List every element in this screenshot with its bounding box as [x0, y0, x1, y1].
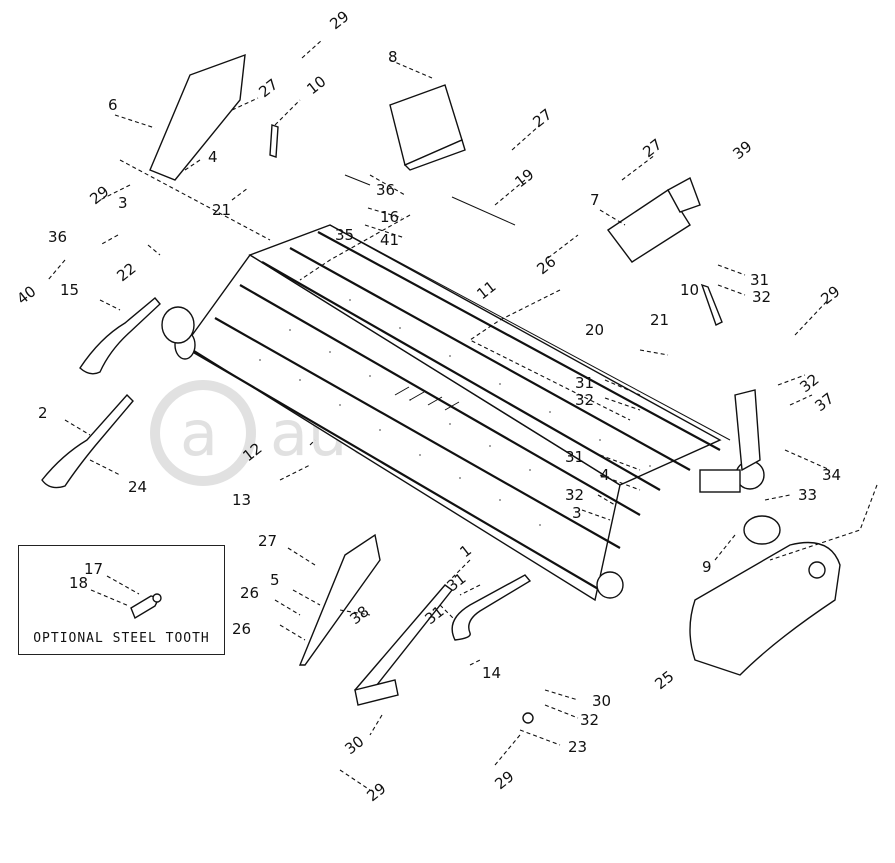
part-5-shield	[298, 533, 381, 666]
callout-9: 9	[702, 558, 712, 576]
steel-tooth-bolt	[152, 593, 162, 603]
part-6-shield	[149, 53, 246, 181]
part-25-cover	[689, 541, 841, 676]
callout-33: 33	[798, 486, 817, 504]
part-1-foot	[354, 679, 399, 706]
part-15-guard	[79, 297, 161, 375]
callout-3-b: 3	[572, 504, 582, 522]
part-25-hub	[808, 561, 826, 579]
callout-29-right: 29	[817, 282, 843, 308]
callout-40: 40	[13, 282, 39, 308]
callout-39: 39	[729, 137, 755, 163]
callout-27-a: 27	[255, 75, 281, 101]
part-10-bracket-left	[269, 124, 279, 158]
watermark-logo-glyph: a	[180, 397, 218, 470]
optional-steel-tooth-inset: 17 18 OPTIONAL STEEL TOOTH	[18, 545, 225, 655]
inset-label: OPTIONAL STEEL TOOTH	[33, 631, 210, 646]
part-36-strip	[344, 174, 371, 186]
callout-32-d: 32	[565, 486, 584, 504]
callout-5: 5	[270, 571, 280, 589]
inset-leader-18	[90, 589, 130, 607]
part-8-lip	[403, 139, 466, 171]
callout-41: 41	[380, 231, 399, 249]
callout-32-c: 32	[796, 370, 822, 396]
callout-32-e: 32	[580, 711, 599, 729]
belt-texture	[259, 299, 651, 526]
part-23-nut	[522, 712, 534, 724]
part-9-pulley	[743, 515, 781, 545]
callout-34: 34	[822, 466, 841, 484]
part-1-bar	[354, 584, 454, 702]
inset-drawing: 17 18	[69, 560, 162, 620]
callout-21-a: 21	[212, 201, 231, 219]
inset-callout-17: 17	[84, 560, 103, 578]
callout-11: 11	[473, 277, 499, 303]
inset-callout-18: 18	[69, 574, 88, 592]
callout-27-b: 27	[529, 105, 555, 131]
callout-27-d: 27	[258, 532, 277, 550]
callout-10-a: 10	[303, 72, 329, 98]
callout-32-b: 32	[575, 391, 594, 409]
callout-7: 7	[590, 191, 600, 209]
callout-3-a: 3	[118, 194, 128, 212]
callout-26-c: 26	[232, 620, 251, 638]
leader-lines	[47, 39, 878, 791]
callout-36-a: 36	[376, 181, 395, 199]
callout-27-c: 27	[639, 135, 665, 161]
callout-29-top: 29	[326, 7, 352, 33]
callout-35: 35	[335, 226, 354, 244]
part-14-hook	[451, 574, 532, 641]
callout-26-b: 26	[240, 584, 259, 602]
callout-21-b: 21	[650, 311, 669, 329]
callout-31-c: 31	[565, 448, 584, 466]
callout-32-a: 32	[752, 288, 771, 306]
callout-13: 13	[232, 491, 251, 509]
callout-31-a: 31	[750, 271, 769, 289]
callout-20: 20	[585, 321, 604, 339]
callout-2: 2	[38, 404, 48, 422]
callout-31-b: 31	[575, 374, 594, 392]
part-2-guard	[41, 393, 134, 489]
header-frame	[161, 224, 765, 602]
callout-36-b: 36	[48, 228, 67, 246]
part-39-plate	[667, 176, 701, 213]
callout-30-b: 30	[341, 732, 367, 758]
callout-30-a: 30	[592, 692, 611, 710]
callout-29-bottom: 29	[491, 767, 517, 793]
inset-leader-17	[106, 575, 140, 595]
callout-10-b: 10	[680, 281, 699, 299]
callout-38: 38	[346, 602, 372, 628]
callout-8: 8	[388, 48, 398, 66]
callout-4-a: 4	[208, 148, 218, 166]
part-7-panel	[606, 189, 691, 263]
callout-1: 1	[456, 541, 475, 561]
callout-25: 25	[651, 667, 677, 693]
callout-29-left: 29	[86, 182, 112, 208]
callout-6: 6	[108, 96, 118, 114]
callout-26-a: 26	[533, 252, 559, 278]
part-10-bracket-right	[700, 283, 723, 326]
callout-19: 19	[511, 165, 537, 191]
callout-37: 37	[811, 389, 837, 415]
callout-29-lower: 29	[363, 779, 389, 805]
callout-4-b: 4	[600, 466, 610, 484]
callout-15: 15	[60, 281, 79, 299]
callout-23: 23	[568, 738, 587, 756]
callout-24: 24	[128, 478, 147, 496]
part-19-strip	[451, 196, 516, 226]
callout-14: 14	[482, 664, 501, 682]
callout-22: 22	[113, 259, 139, 285]
callout-16: 16	[380, 208, 399, 226]
